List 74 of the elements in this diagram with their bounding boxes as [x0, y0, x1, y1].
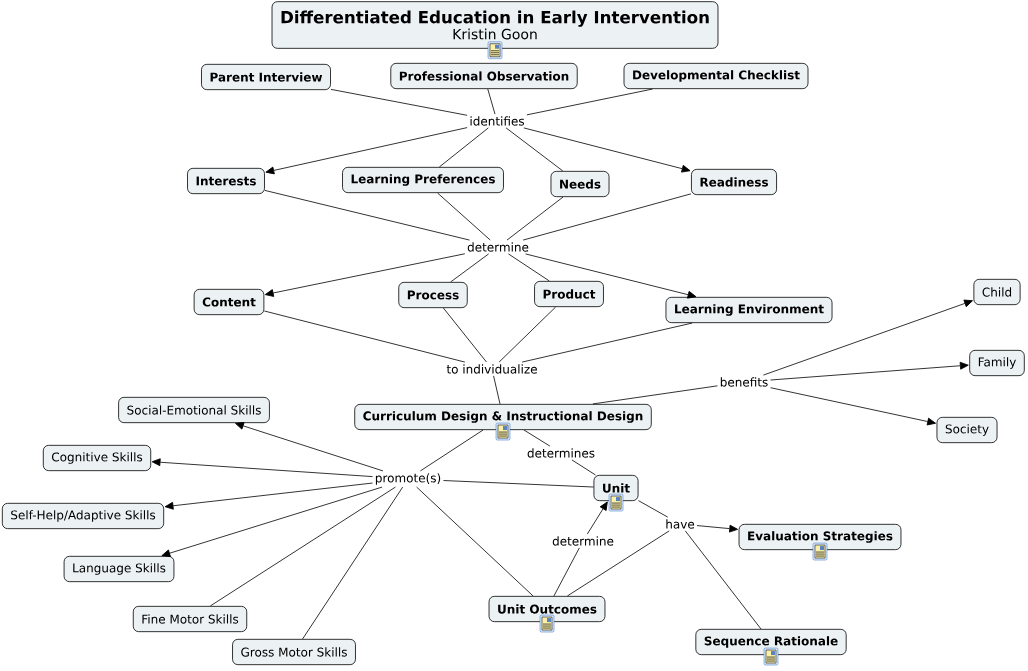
concept-box: Content: [193, 288, 265, 316]
connector: [506, 196, 564, 241]
connector: [487, 88, 496, 115]
concept-box: Parent Interview: [201, 63, 331, 91]
concept-box: Unit Outcomes: [488, 595, 606, 623]
concept-box: Society: [936, 416, 998, 444]
concept-box: Interests: [187, 167, 265, 195]
connector: [209, 486, 396, 607]
connector: [523, 429, 551, 447]
concept-box: Gross Motor Skills: [232, 638, 356, 666]
connector: [505, 127, 564, 172]
connector: [638, 500, 669, 518]
concept-box: Child: [973, 278, 1021, 306]
connector: [416, 486, 534, 597]
connector: [770, 387, 936, 426]
connector: [586, 501, 608, 535]
connector: [265, 127, 468, 175]
linking-phrase: determines: [524, 446, 598, 460]
connector: [263, 310, 466, 363]
concept-box: Social-Emotional Skills: [118, 396, 270, 424]
connector: [493, 375, 501, 405]
concept-box: Curriculum Design & Instructional Design: [354, 403, 652, 431]
connector: [525, 253, 697, 299]
concept-box: Readiness: [691, 168, 777, 196]
concept-box: Developmental Checklist: [623, 62, 809, 90]
concept-box: Self-Help/Adaptive Skills: [1, 502, 165, 530]
connector: [763, 299, 973, 376]
connector: [264, 190, 470, 241]
connector: [567, 530, 670, 597]
connector: [161, 486, 383, 557]
connector: [330, 88, 468, 116]
linking-phrase: identifies: [467, 114, 527, 128]
linking-phrase: benefits: [717, 375, 771, 389]
connector: [522, 193, 692, 241]
concept-box: Professional Observation: [390, 62, 578, 90]
connector: [437, 192, 491, 241]
linking-phrase: promote(s): [372, 471, 444, 487]
connector: [443, 480, 594, 488]
connector: [264, 253, 466, 297]
concept-box: Learning Preferences: [342, 166, 504, 194]
connector: [498, 306, 556, 363]
connector: [571, 459, 596, 476]
connector: [521, 322, 693, 363]
title-box: Differentiated Education in Early Intervention Kristin Goon: [271, 1, 719, 49]
concept-box: Learning Environment: [665, 296, 833, 324]
connector: [450, 253, 490, 283]
concept-box: Sequence Rationale: [695, 628, 847, 656]
connector: [164, 482, 373, 510]
connector: [508, 253, 550, 282]
linking-phrase: determine: [465, 240, 531, 254]
connector: [526, 88, 653, 116]
connector: [302, 486, 404, 640]
connector: [553, 547, 580, 597]
linking-phrase: to individualize: [444, 362, 540, 376]
concept-box: Language Skills: [63, 555, 175, 583]
connector: [235, 422, 384, 472]
connector: [684, 530, 762, 630]
concept-box: Needs: [550, 170, 610, 198]
concept-box: Cognitive Skills: [42, 444, 152, 472]
connector: [419, 429, 484, 472]
concept-box: Fine Motor Skills: [132, 605, 248, 633]
concept-box: Product: [534, 280, 604, 308]
connector: [151, 458, 373, 477]
linking-phrase: determine: [550, 534, 616, 548]
linking-phrase: have: [663, 517, 697, 531]
connector: [592, 385, 718, 405]
connector: [770, 361, 969, 381]
connector: [523, 127, 691, 173]
connector: [696, 524, 739, 533]
connector: [439, 127, 489, 168]
connector: [443, 307, 487, 363]
concept-box: Process: [398, 281, 468, 309]
concept-box: Evaluation Strategies: [738, 523, 902, 551]
concept-box: Family: [969, 349, 1025, 377]
